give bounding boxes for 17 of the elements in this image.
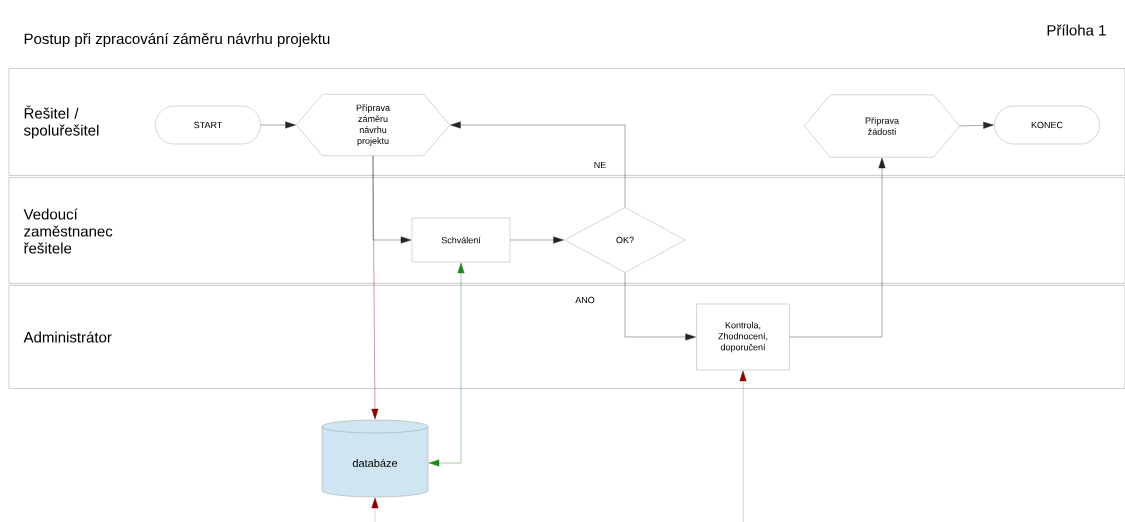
arrow [450,121,626,208]
arrow [428,262,465,467]
arrow [624,272,696,341]
preparation-hexagon: Příprava žádosti [804,94,960,158]
arrow [372,155,412,244]
edge-label: ANO [574,295,596,305]
database-cylinder: databáze [321,419,429,498]
process-box: Kontrola, Zhodnocení, doporučení [696,303,790,371]
edge-label: NE [592,160,608,170]
annex-label: Příloha 1 [1047,24,1106,36]
arrow [959,121,994,129]
title: Postup při zpracování záměru návrhu projektu [24,32,330,48]
arrow [510,236,564,244]
preparation-hexagon: Příprava záměru návrhu projektu [296,94,450,156]
arrow [260,121,296,129]
process-box: Schválení [411,217,511,263]
arrow [789,157,886,338]
